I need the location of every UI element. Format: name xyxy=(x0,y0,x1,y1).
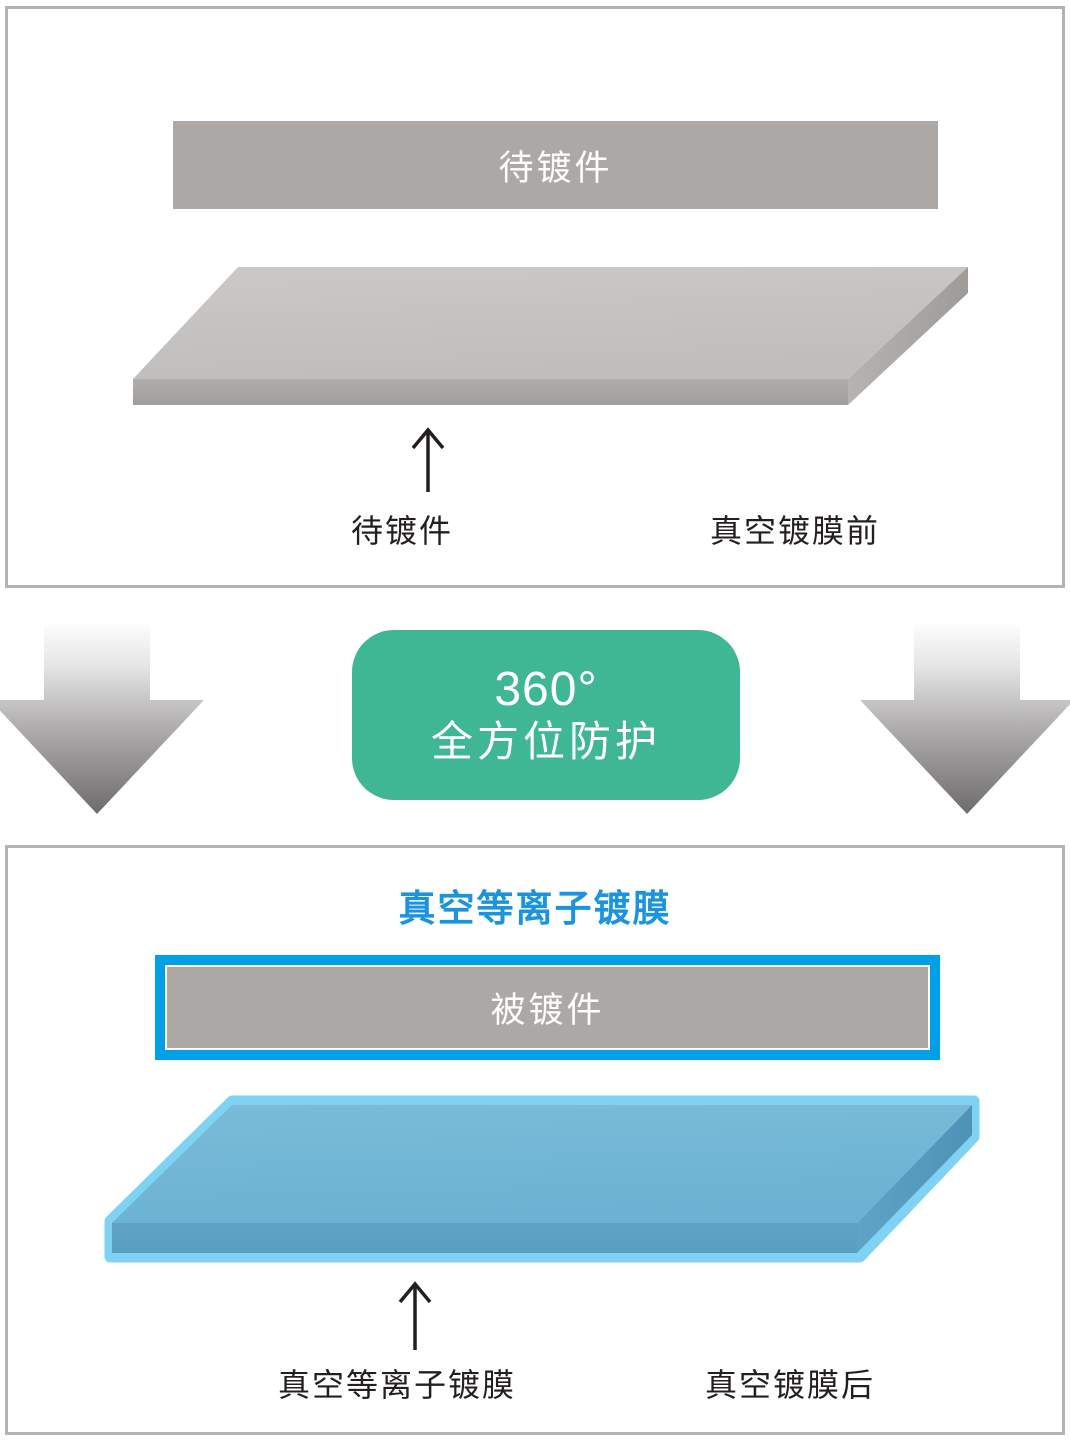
caption-stage-after: 真空镀膜后 xyxy=(705,1367,876,1403)
pointer-arrow-after-svg xyxy=(398,1281,432,1350)
badge-degrees-label: 360° xyxy=(494,662,598,716)
plating-process-title: 真空等离子镀膜 xyxy=(398,888,672,929)
badge-subtitle-label: 全方位防护 xyxy=(430,718,661,766)
coated-slab-svg xyxy=(104,1095,980,1263)
coated-slab-3d xyxy=(100,1095,980,1275)
workpiece-slab-svg xyxy=(133,267,968,405)
down-arrow-right-icon xyxy=(852,618,1070,818)
workpiece-bar-before: 待镀件 xyxy=(173,121,938,209)
coated-workpiece-frame: 被镀件 xyxy=(155,955,940,1060)
down-arrow-left-svg xyxy=(0,624,204,814)
down-arrow-right-svg xyxy=(860,624,1070,814)
pointer-arrow-before-svg xyxy=(411,427,445,492)
panel-before-coating: 待镀件 xyxy=(5,6,1065,588)
pointer-arrow-after xyxy=(385,1278,445,1350)
workpiece-slab-3d xyxy=(118,257,968,417)
caption-workpiece-before: 待镀件 xyxy=(351,513,454,549)
caption-stage-before: 真空镀膜前 xyxy=(710,513,881,549)
caption-coating-after: 真空等离子镀膜 xyxy=(278,1367,517,1403)
down-arrow-left-icon xyxy=(0,618,212,818)
transition-band xyxy=(0,600,1070,840)
pointer-arrow-before xyxy=(398,424,458,492)
badge-360-protection: 360° 全方位防护 xyxy=(352,630,740,800)
coated-workpiece-label: 被镀件 xyxy=(165,965,930,1050)
